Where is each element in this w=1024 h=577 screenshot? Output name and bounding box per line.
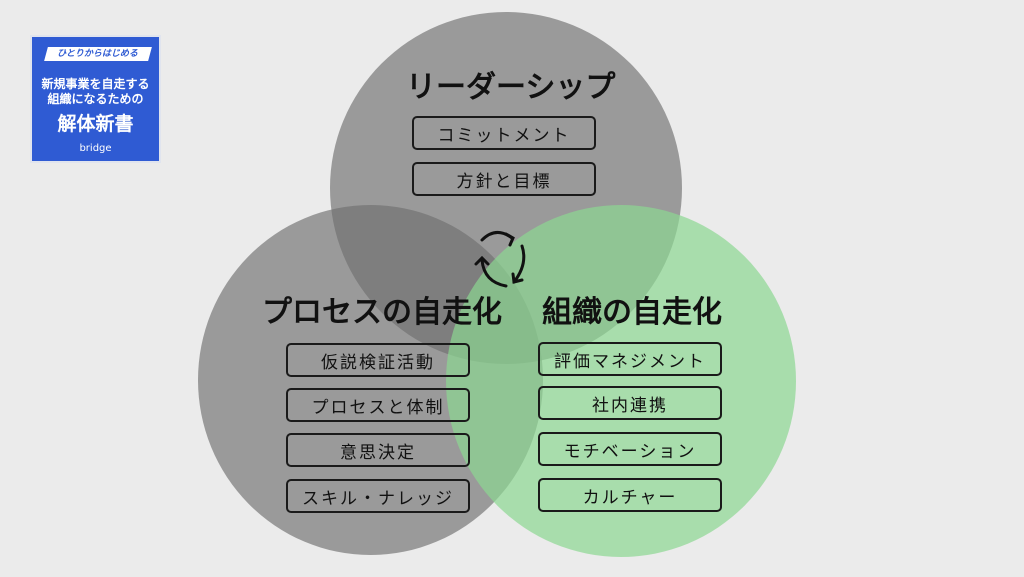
logo-subtitle: 新規事業を自走する組織になるための (41, 77, 150, 106)
logo-tagline: ひとりからはじめる (44, 47, 152, 61)
process-item: 仮説検証活動 (286, 343, 470, 377)
logo-brand: bridge (79, 143, 112, 154)
logo-title: 解体新書 (57, 113, 134, 135)
process-item: 意思決定 (286, 433, 470, 467)
organization-circle (446, 205, 796, 557)
organization-item: モチベーション (538, 432, 722, 466)
logo-banner[interactable]: ひとりからはじめる 新規事業を自走する組織になるための 解体新書 bridge (30, 35, 161, 163)
organization-item: 社内連携 (538, 386, 722, 420)
organization-item: カルチャー (538, 478, 722, 512)
leadership-item: コミットメント (412, 116, 596, 150)
process-item: スキル・ナレッジ (286, 479, 470, 513)
organization-item: 評価マネジメント (538, 342, 722, 376)
leadership-title: リーダーシップ (406, 70, 616, 105)
cycle-arrows-icon (474, 231, 526, 288)
leadership-item: 方針と目標 (412, 162, 596, 196)
organization-title: 組織の自走化 (542, 295, 722, 330)
process-item: プロセスと体制 (286, 388, 470, 422)
process-title: プロセスの自走化 (262, 295, 502, 330)
